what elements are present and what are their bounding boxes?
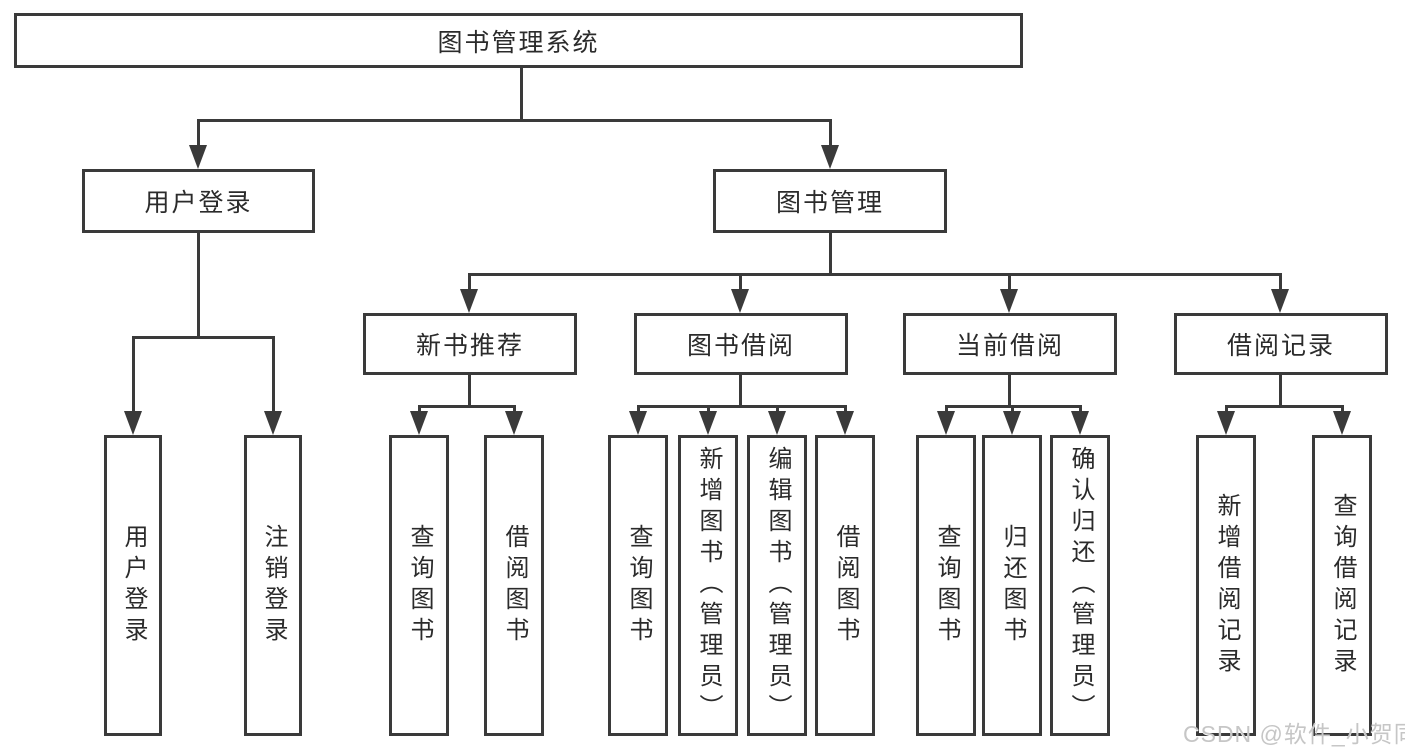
connector-line: [844, 405, 847, 414]
leaf-label: 新增借阅记录: [1213, 492, 1240, 679]
node-book-borrow-label: 图书借阅: [686, 332, 795, 360]
connector-line: [132, 336, 135, 414]
leaf-records-add-record: 新增借阅记录: [1196, 435, 1256, 736]
connector-line: [829, 233, 832, 276]
node-new-book-recommend: 新书推荐: [363, 313, 577, 375]
leaf-label: 编辑图书（管理员）: [764, 446, 791, 725]
leaf-label: 查询图书: [406, 523, 433, 648]
connector-line: [739, 273, 742, 293]
arrow-down-icon: [836, 411, 854, 435]
connector-line: [418, 405, 516, 408]
connector-line: [1341, 405, 1344, 414]
connector-line: [829, 119, 832, 149]
connector-line: [707, 405, 710, 414]
leaf-current-query-books: 查询图书: [916, 435, 976, 736]
leaf-label: 查询图书: [625, 523, 652, 648]
arrow-down-icon: [937, 411, 955, 435]
arrow-down-icon: [264, 411, 282, 435]
connector-line: [513, 405, 516, 414]
leaf-borrow-query-books: 查询图书: [608, 435, 668, 736]
arrow-down-icon: [1271, 289, 1289, 313]
arrow-down-icon: [189, 145, 207, 169]
leaf-logout: 注销登录: [244, 435, 302, 736]
leaf-recommend-query-books: 查询图书: [389, 435, 449, 736]
leaf-label: 新增图书（管理员）: [695, 446, 722, 725]
node-user-login: 用户登录: [82, 169, 315, 233]
leaf-borrow-borrow-books: 借阅图书: [815, 435, 875, 736]
connector-line: [520, 68, 523, 120]
connector-line: [418, 405, 421, 414]
arrow-down-icon: [1000, 289, 1018, 313]
leaf-label: 查询借阅记录: [1329, 492, 1356, 679]
node-book-management: 图书管理: [713, 169, 947, 233]
node-book-management-label: 图书管理: [775, 189, 884, 217]
node-borrow-records: 借阅记录: [1174, 313, 1388, 375]
leaf-recommend-borrow-books: 借阅图书: [484, 435, 544, 736]
arrow-down-icon: [731, 289, 749, 313]
connector-line: [637, 405, 847, 408]
connector-line: [1011, 405, 1014, 414]
leaf-borrow-add-books-admin: 新增图书（管理员）: [678, 435, 738, 736]
arrow-down-icon: [821, 145, 839, 169]
connector-line: [197, 233, 200, 339]
connector-line: [1008, 375, 1011, 408]
connector-line: [468, 273, 1282, 276]
leaf-label: 查询图书: [933, 523, 960, 648]
connector-line: [776, 405, 779, 414]
arrow-down-icon: [410, 411, 428, 435]
connector-line: [197, 119, 200, 149]
leaf-label: 借阅图书: [832, 523, 859, 648]
connector-line: [468, 375, 471, 408]
arrow-down-icon: [1071, 411, 1089, 435]
node-book-borrow: 图书借阅: [634, 313, 848, 375]
node-current-borrow-label: 当前借阅: [955, 332, 1064, 360]
leaf-label: 确认归还（管理员）: [1067, 446, 1094, 725]
leaf-current-confirm-return-admin: 确认归还（管理员）: [1050, 435, 1110, 736]
leaf-label: 借阅图书: [501, 523, 528, 648]
connector-line: [197, 119, 832, 122]
arrow-down-icon: [1217, 411, 1235, 435]
arrow-down-icon: [1333, 411, 1351, 435]
node-user-login-label: 用户登录: [144, 189, 253, 217]
node-borrow-records-label: 借阅记录: [1226, 332, 1335, 360]
arrow-down-icon: [629, 411, 647, 435]
leaf-borrow-edit-books-admin: 编辑图书（管理员）: [747, 435, 807, 736]
leaf-label: 用户登录: [120, 523, 147, 648]
connector-line: [637, 405, 640, 414]
node-root-label: 图书管理系统: [437, 28, 600, 57]
arrow-down-icon: [124, 411, 142, 435]
leaf-label: 归还图书: [999, 523, 1026, 648]
connector-line: [945, 405, 948, 414]
arrow-down-icon: [505, 411, 523, 435]
connector-line: [1279, 273, 1282, 293]
leaf-label: 注销登录: [260, 523, 287, 648]
connector-line: [1225, 405, 1344, 408]
arrow-down-icon: [699, 411, 717, 435]
connector-line: [132, 336, 275, 339]
connector-line: [1079, 405, 1082, 414]
node-root: 图书管理系统: [14, 13, 1023, 68]
connector-line: [739, 375, 742, 408]
connector-line: [1279, 375, 1282, 408]
leaf-user-login: 用户登录: [104, 435, 162, 736]
arrow-down-icon: [768, 411, 786, 435]
leaf-records-query-record: 查询借阅记录: [1312, 435, 1372, 736]
arrow-down-icon: [460, 289, 478, 313]
leaf-current-return-books: 归还图书: [982, 435, 1042, 736]
arrow-down-icon: [1003, 411, 1021, 435]
csdn-watermark: CSDN @软件_小贺同学: [1183, 721, 1405, 747]
node-new-book-recommend-label: 新书推荐: [415, 332, 524, 360]
connector-line: [1225, 405, 1228, 414]
node-current-borrow: 当前借阅: [903, 313, 1117, 375]
connector-line: [1008, 273, 1011, 293]
connector-line: [272, 336, 275, 414]
connector-line: [468, 273, 471, 293]
